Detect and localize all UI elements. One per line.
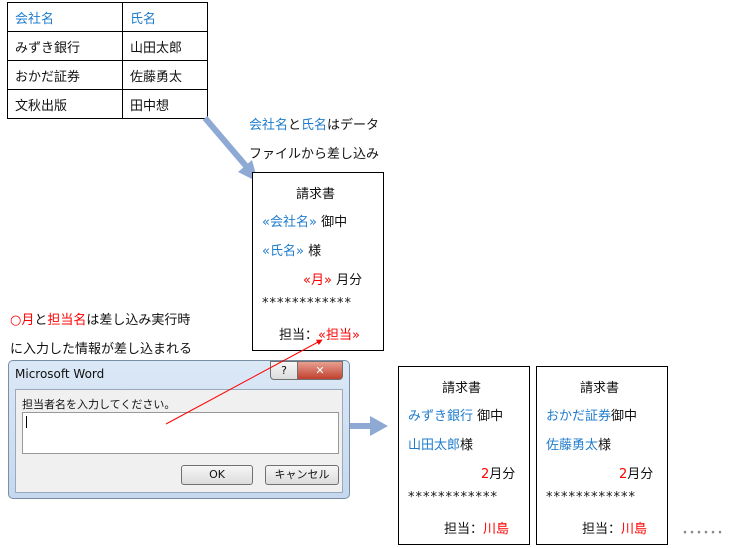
result-document-2: 請求書 おかだ証券御中 佐藤勇太様 2月分 ************ 担当：川島 xyxy=(536,366,668,545)
ellipsis: ・・・・・・ xyxy=(680,528,725,539)
table-header-row: 会社名氏名 xyxy=(7,2,208,32)
data-table: 会社名氏名 みずき銀行山田太郎 おかだ証券佐藤勇太 文秋出版田中想 xyxy=(7,2,208,119)
table-row: 文秋出版田中想 xyxy=(7,89,208,119)
table-row: みずき銀行山田太郎 xyxy=(7,31,208,61)
dialog-title: Microsoft Word xyxy=(15,367,105,381)
template-document: 請求書 «会社名» 御中 «氏名» 様 «月» 月分 ************ … xyxy=(252,172,384,351)
result-document-1: 請求書 みずき銀行 御中 山田太郎様 2月分 ************ 担当：川… xyxy=(398,366,530,545)
cell: 文秋出版 xyxy=(7,89,123,119)
ok-button[interactable]: OK xyxy=(181,465,253,485)
merge-field-company: «会社名» xyxy=(262,215,317,230)
header-company: 会社名 xyxy=(7,2,123,32)
stars: ************ xyxy=(262,296,352,311)
cell: 山田太郎 xyxy=(122,31,208,61)
cancel-button[interactable]: キャンセル xyxy=(265,465,339,485)
close-button[interactable]: ✕ xyxy=(297,361,343,380)
text-cursor xyxy=(26,416,27,428)
header-name: 氏名 xyxy=(122,2,208,32)
tanto-input[interactable] xyxy=(22,412,339,454)
note-data-merge: 会社名と氏名はデータ xyxy=(249,118,380,133)
merge-field-name: «氏名» xyxy=(262,244,304,259)
cell: 田中想 xyxy=(122,89,208,119)
note-data-merge-line2: ファイルから差し込み xyxy=(249,147,380,162)
note-fill-in: ○月と担当名は差し込み実行時 xyxy=(10,313,191,328)
fill-in-tanto: «担当» xyxy=(318,328,360,343)
cell: 佐藤勇太 xyxy=(122,60,208,90)
arrow-to-template xyxy=(202,116,249,168)
note-fill-in-line2: に入力した情報が差し込まれる xyxy=(10,342,193,357)
table-row: おかだ証券佐藤勇太 xyxy=(7,60,208,90)
fill-in-month: «月» xyxy=(303,273,332,288)
doc-title: 請求書 xyxy=(296,187,336,202)
dialog-prompt: 担当者名を入力してください。 xyxy=(22,398,176,411)
fill-in-dialog: Microsoft Word ? ✕ 担当者名を入力してください。 OK キャン… xyxy=(8,360,350,499)
